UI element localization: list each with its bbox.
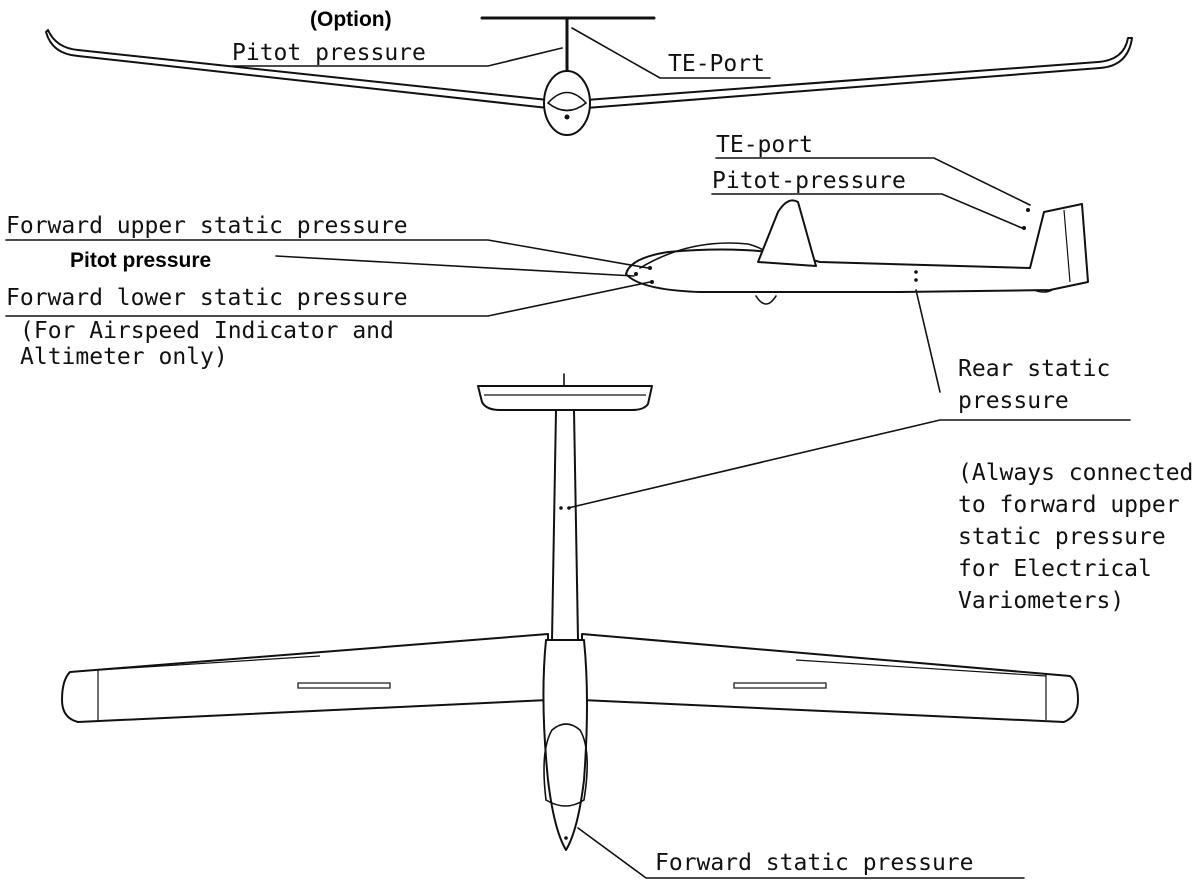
plan-right-aileron [795,659,1047,677]
side-pitot-port [634,272,638,276]
side-te-port-leader [715,157,1031,206]
plan-horizontal-tail [477,385,653,411]
side-view-glider [625,199,1089,305]
side-tail-pitot [1022,226,1026,230]
plan-left-aileron [97,655,321,671]
plan-fwd-static-port [564,836,568,840]
nose-pitot-leader [275,255,635,277]
fwd-lower-static-leader [5,281,651,317]
fwd-static-leader [577,827,1025,879]
plan-right-wing [581,633,1079,723]
front-te-port-leader [571,27,771,79]
front-te-port-label: TE-Port [668,51,765,77]
fwd-lower-static-label: Forward lower static pressure [6,285,408,311]
plan-rear-static-port-a [559,506,563,510]
side-fuselage [625,203,1089,294]
plan-note-line1: (Always connected [958,460,1193,486]
nose-pitot-label: Pitot pressure [70,249,211,272]
plan-note-line2: to forward upper [958,492,1180,518]
side-wheel [755,295,777,305]
side-pitot-label: Pitot-pressure [712,168,906,194]
plan-note-line5: Variometers) [958,588,1124,614]
front-canopy [547,91,588,112]
side-te-port-label: TE-port [716,132,813,158]
front-pitot-label: Pitot pressure [232,40,426,66]
fwd-upper-static-label: Forward upper static pressure [6,213,408,239]
side-lower-static-port [650,280,654,284]
plan-left-airbrake [297,682,391,689]
plan-left-wing [61,633,549,723]
plan-tail-boom [551,409,579,641]
option-label: (Option) [310,8,392,31]
plan-right-airbrake [733,682,827,689]
plan-view-glider [61,373,1079,851]
front-nose-port [564,114,570,120]
side-te-port [1026,208,1030,212]
rear-static-label-line2: pressure [958,388,1069,414]
rear-static-label-line1: Rear static [958,356,1110,382]
front-fuselage [543,70,591,136]
plan-note-line3: static pressure [958,524,1166,550]
fwd-upper-static-leader [5,239,649,269]
side-rear-static-port-a [914,270,918,274]
side-note-line2: Altimeter only) [20,344,228,370]
side-upper-static-port [648,266,652,270]
plan-note-line4: for Electrical [958,556,1152,582]
side-tail-pitot-leader [711,193,1023,229]
front-pitot-leader [231,47,563,67]
rear-static-plan-leader [567,419,1131,509]
side-note-line1: (For Airspeed Indicator and [20,318,394,344]
rear-static-side-leader [915,289,941,393]
plan-forward-fuselage [542,639,588,851]
side-tail-skid [1033,289,1053,293]
side-rudder-line [1063,209,1071,283]
front-view-glider [45,16,1133,136]
side-rear-static-port-b [914,278,918,282]
fwd-static-label: Forward static pressure [655,850,974,876]
plan-canopy [543,723,588,807]
side-wing-root [757,199,817,267]
